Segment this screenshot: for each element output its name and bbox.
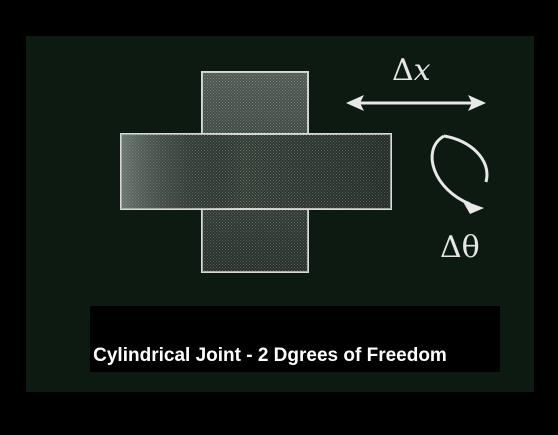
- rotation-delta: Δ: [440, 230, 462, 265]
- translation-variable: x: [414, 53, 431, 88]
- joint-rod: [120, 133, 392, 210]
- rotation-arrow-icon: [430, 134, 489, 214]
- translation-label: Δx: [392, 53, 431, 88]
- caption-bar: [90, 306, 500, 372]
- rotation-label: Δθ: [440, 230, 480, 265]
- translation-delta: Δ: [392, 53, 414, 88]
- rotation-variable: θ: [462, 230, 480, 265]
- diagram-caption: Cylindrical Joint - 2 Dgrees of Freedom: [93, 345, 447, 366]
- double-headed-arrow-icon: [346, 95, 486, 111]
